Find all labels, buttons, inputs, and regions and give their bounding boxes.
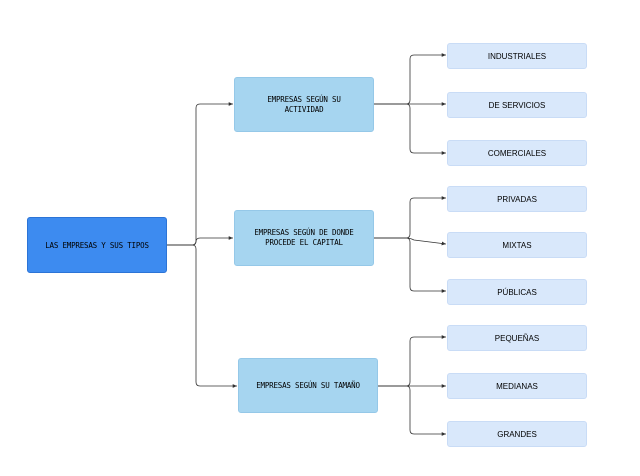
connector-cat-1-leaf-3 — [374, 103, 446, 155]
leaf-label: GRANDES — [497, 429, 537, 439]
connector-cat-1-leaf-1 — [374, 53, 446, 105]
category-label: EMPRESAS SEGÚN SU TAMAÑO — [256, 380, 360, 390]
leaf-label: COMERCIALES — [487, 148, 547, 158]
connector-root-cat-1 — [167, 102, 233, 246]
category-node-actividad[interactable]: EMPRESAS SEGÚN SU ACTIVIDAD — [234, 77, 374, 132]
leaf-label: MEDIANAS — [496, 381, 538, 391]
leaf-label: PÚBLICAS — [497, 287, 537, 297]
category-node-capital[interactable]: EMPRESAS SEGÚN DE DONDE PROCEDE EL CAPIT… — [234, 210, 374, 266]
leaf-label: PRIVADAS — [497, 194, 537, 204]
leaf-node-de-servicios[interactable]: DE SERVICIOS — [447, 92, 587, 118]
category-label: EMPRESAS SEGÚN DE DONDE PROCEDE EL CAPIT… — [254, 228, 354, 247]
connector-cat-3-leaf-7 — [378, 335, 446, 387]
leaf-label: INDUSTRIALES — [487, 51, 547, 61]
leaf-node-industriales[interactable]: INDUSTRIALES — [447, 43, 587, 69]
leaf-node-mixtas[interactable]: MIXTAS — [447, 232, 587, 258]
leaf-label: MIXTAS — [502, 240, 532, 250]
connector-root-cat-2 — [167, 236, 233, 246]
leaf-label: PEQUEÑAS — [494, 333, 540, 343]
leaf-label: DE SERVICIOS — [488, 100, 546, 110]
root-node[interactable]: LAS EMPRESAS Y SUS TIPOS — [27, 217, 167, 273]
leaf-node-grandes[interactable]: GRANDES — [447, 421, 587, 447]
connector-cat-3-leaf-9 — [378, 385, 446, 436]
category-node-tamano[interactable]: EMPRESAS SEGÚN SU TAMAÑO — [238, 358, 378, 413]
leaf-node-comerciales[interactable]: COMERCIALES — [447, 140, 587, 166]
root-node-label: LAS EMPRESAS Y SUS TIPOS — [45, 240, 149, 250]
connector-cat-2-leaf-6 — [374, 237, 446, 293]
leaf-node-publicas[interactable]: PÚBLICAS — [447, 279, 587, 305]
connector-root-cat-3 — [167, 244, 237, 388]
connector-cat-2-leaf-4 — [374, 196, 446, 239]
leaf-node-medianas[interactable]: MEDIANAS — [447, 373, 587, 399]
category-label: EMPRESAS SEGÚN SU ACTIVIDAD — [267, 94, 341, 114]
leaf-node-privadas[interactable]: PRIVADAS — [447, 186, 587, 212]
leaf-node-pequenas[interactable]: PEQUEÑAS — [447, 325, 587, 351]
